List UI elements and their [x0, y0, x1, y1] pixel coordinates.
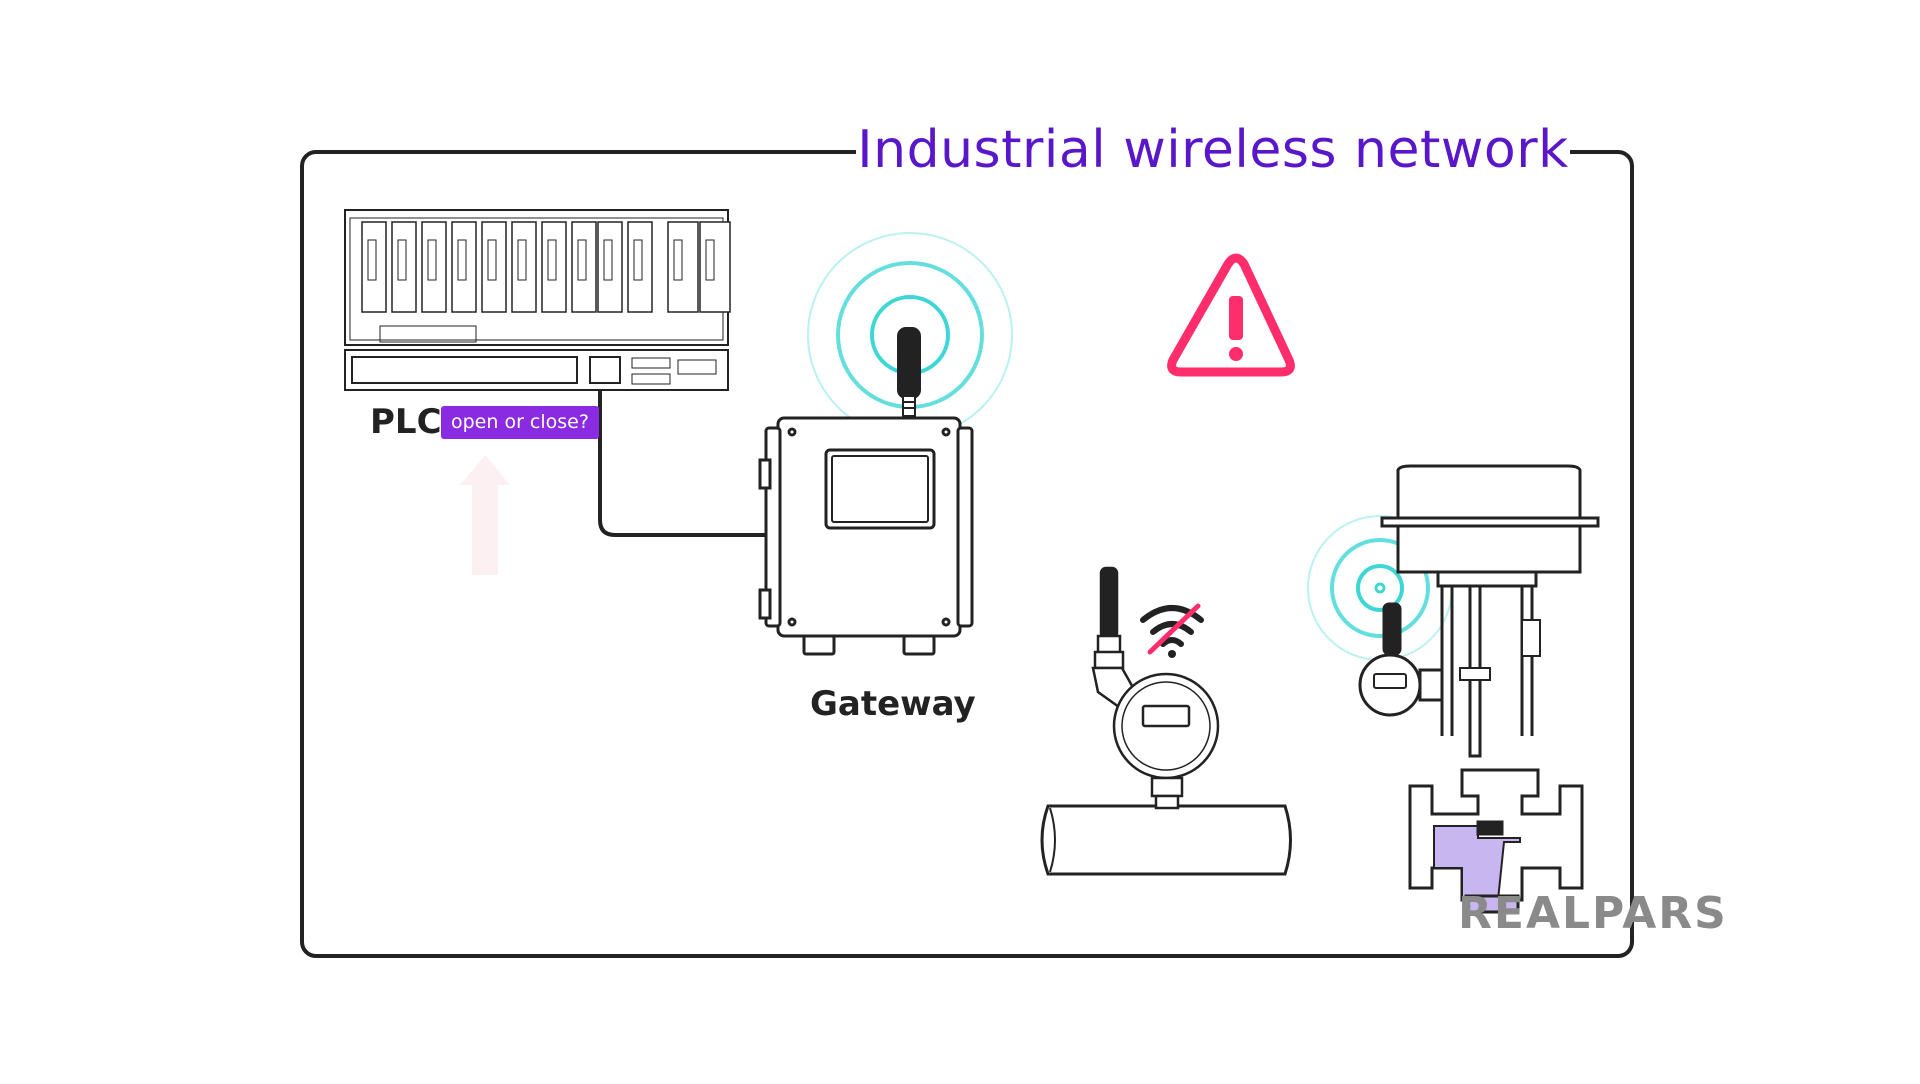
pressure-transmitter: [1091, 566, 1220, 810]
gateway-antenna: [897, 327, 921, 417]
plc-module: [627, 221, 653, 313]
diagram-title: Industrial wireless network: [856, 115, 1570, 185]
plc-module-connector: [457, 239, 467, 281]
plc-module-connector: [633, 239, 643, 281]
gateway-device: [758, 416, 974, 656]
plc-module: [451, 221, 477, 313]
plc-module: [391, 221, 417, 313]
plc-module: [597, 221, 623, 313]
request-arrow: [460, 455, 510, 575]
plc-gateway-cable: [598, 390, 776, 537]
warning-icon: [1167, 253, 1295, 377]
plc-module: [361, 221, 387, 313]
plc-rack: [344, 209, 731, 391]
plc-module-connector: [427, 239, 437, 281]
plc-label: PLC: [370, 402, 442, 442]
brand-logo: REALPARS: [1458, 887, 1728, 939]
plc-module: [481, 221, 507, 313]
plc-module-connector: [577, 239, 587, 281]
plc-module-connector: [517, 239, 527, 281]
process-pipe: [1040, 804, 1292, 876]
control-valve: [1358, 464, 1600, 914]
plc-module-connector: [603, 239, 613, 281]
plc-module: [571, 221, 597, 313]
gateway-label: Gateway: [810, 684, 976, 724]
plc-module-connector: [397, 239, 407, 281]
plc-module: [511, 221, 537, 313]
plc-module-connector: [673, 239, 683, 281]
wifi-off-icon: [1140, 603, 1204, 658]
plc-module-connector: [487, 239, 497, 281]
plc-module-connector: [705, 239, 715, 281]
plc-module: [667, 221, 699, 313]
plc-question-badge: open or close?: [441, 406, 599, 439]
plc-module: [421, 221, 447, 313]
plc-module: [699, 221, 731, 313]
plc-module-connector: [547, 239, 557, 281]
plc-module: [541, 221, 567, 313]
plc-module-connector: [367, 239, 377, 281]
